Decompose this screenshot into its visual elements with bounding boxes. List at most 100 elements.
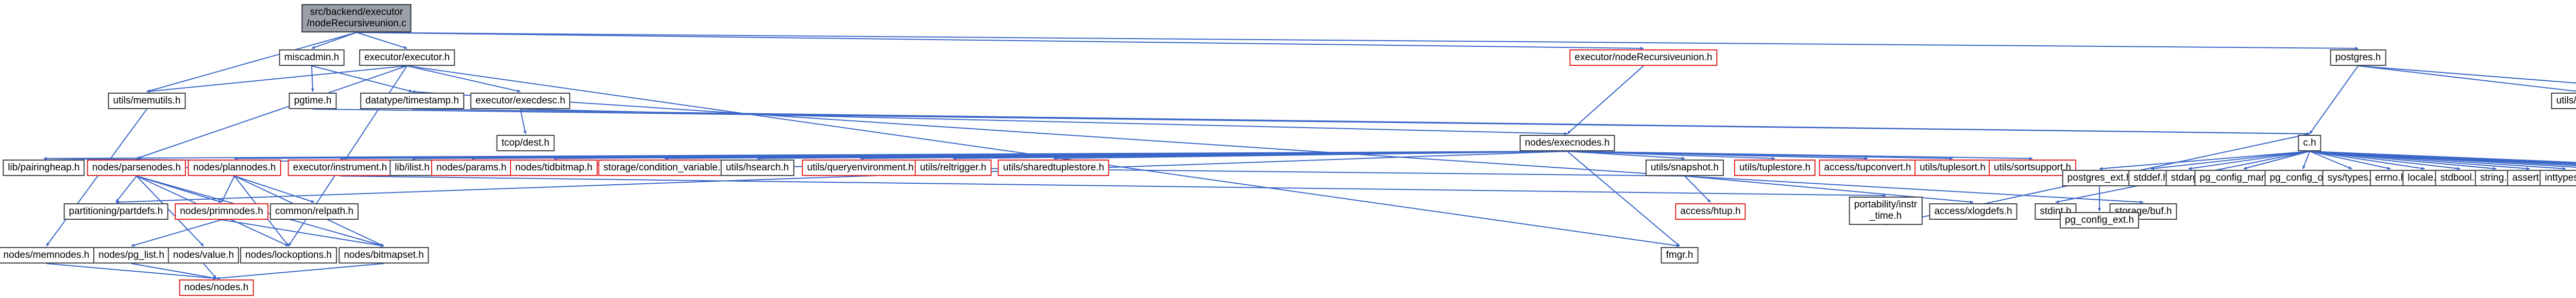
graph-node-tuplestore[interactable]: utils/tuplestore.h	[1734, 160, 1816, 177]
include-edge-c_h-stdlib	[2309, 151, 2576, 165]
include-edge-execnodes-snapshot	[1567, 151, 1685, 160]
include-edge-execnodes-ilist	[412, 151, 1568, 160]
include-edge-plannodes-relpath	[234, 176, 315, 203]
graph-node-miscadmin[interactable]: miscadmin.h	[279, 49, 345, 66]
graph-node-pairingheap[interactable]: lib/pairingheap.h	[3, 160, 85, 177]
graph-node-sortsupport[interactable]: utils/sortsupport.h	[1989, 160, 2076, 177]
include-edge-primnodes-pg_list	[131, 219, 222, 247]
include-edge-executor_h-memutils	[146, 65, 408, 93]
include-edge-c_h-stddef	[2150, 151, 2310, 170]
include-edge-pgtime-c_h	[312, 109, 2310, 135]
include-edge-execnodes-pairingheap	[43, 151, 1568, 160]
include-edge-execdesc-dest	[520, 109, 527, 134]
graph-node-execnodes[interactable]: nodes/execnodes.h	[1519, 135, 1615, 152]
include-edge-pg_list-nodes_h	[131, 263, 217, 279]
graph-node-lockoptions[interactable]: nodes/lockoptions.h	[240, 247, 337, 264]
graph-node-nodes_h[interactable]: nodes/nodes.h	[179, 279, 254, 296]
include-edge-main-miscadmin	[311, 32, 357, 49]
include-edge-dt_timestamp-c_h	[412, 109, 2310, 135]
graph-node-primnodes[interactable]: nodes/primnodes.h	[175, 203, 268, 220]
include-edge-c_h-stdio	[2309, 151, 2576, 166]
include-edge-executor_h-execdesc	[406, 65, 521, 93]
graph-node-ilist[interactable]: lib/ilist.h	[389, 160, 435, 177]
graph-node-dest[interactable]: tcop/dest.h	[496, 135, 555, 152]
include-edge-bitmapset-nodes_h	[216, 263, 384, 280]
graph-node-instrument[interactable]: executor/instrument.h	[287, 160, 393, 177]
graph-node-pg_list[interactable]: nodes/pg_list.h	[93, 247, 170, 264]
graph-node-hsearch[interactable]: utils/hsearch.h	[720, 160, 794, 177]
graph-node-tupconvert[interactable]: access/tupconvert.h	[1819, 160, 1917, 177]
graph-node-postgres_ext[interactable]: postgres_ext.h	[2062, 170, 2137, 187]
graph-node-memnodes[interactable]: nodes/memnodes.h	[0, 247, 95, 264]
include-edge-execnodes-queryenv	[860, 151, 1568, 160]
include-edge-execnodes-tupconvert	[1567, 151, 1868, 160]
include-edge-execdesc-execnodes	[520, 109, 1568, 135]
include-edge-main-ru_h	[356, 32, 1644, 50]
include-edge-parsenodes-primnodes	[136, 176, 222, 203]
graph-node-reltrigger[interactable]: utils/reltrigger.h	[914, 160, 992, 177]
include-edge-c_h-locale	[2309, 151, 2425, 170]
graph-node-relpath[interactable]: common/relpath.h	[269, 203, 359, 220]
include-edge-c_h-port	[2309, 151, 2576, 164]
graph-node-instr_time[interactable]: portability/instr _time.h	[1849, 197, 1923, 225]
include-edge-snapshot-xlogdefs	[1684, 176, 1974, 204]
graph-node-elog[interactable]: utils/elog.h	[2551, 93, 2576, 110]
graph-node-execdesc[interactable]: executor/execdesc.h	[470, 93, 571, 110]
include-edge-c_h-inttypes	[2309, 151, 2566, 170]
graph-node-executor_h[interactable]: executor/executor.h	[359, 49, 455, 66]
include-edge-primnodes-bitmapset	[221, 219, 384, 248]
include-edge-c_h-pg_config_os	[2302, 151, 2310, 169]
include-edge-c_h-postgres_ext	[2099, 151, 2310, 170]
include-edge-snapshot-htup	[1684, 176, 1711, 203]
graph-node-partdefs[interactable]: partitioning/partdefs.h	[63, 203, 168, 220]
include-edge-execnodes-condvar	[664, 151, 1568, 160]
graph-node-plannodes[interactable]: nodes/plannodes.h	[188, 160, 281, 177]
include-edge-plannodes-primnodes	[221, 176, 235, 203]
graph-node-inttypes[interactable]: inttypes.h	[2539, 170, 2576, 187]
graph-node-value[interactable]: nodes/value.h	[167, 247, 240, 264]
graph-node-parsenodes[interactable]: nodes/parsenodes.h	[87, 160, 187, 177]
graph-node-pgtime[interactable]: pgtime.h	[289, 93, 337, 110]
graph-node-snapshot[interactable]: utils/snapshot.h	[1645, 160, 1724, 177]
graph-node-dt_timestamp[interactable]: datatype/timestamp.h	[360, 93, 464, 110]
include-edge-miscadmin-pgtime	[311, 65, 314, 92]
include-edge-execnodes-partdefs	[115, 151, 1568, 204]
graph-node-postgres_h[interactable]: postgres.h	[2330, 49, 2386, 66]
include-edge-main-postgres_h	[356, 32, 2359, 50]
graph-node-sys_types[interactable]: sys/types.h	[2322, 170, 2382, 187]
include-edge-main-executor_h	[356, 32, 408, 49]
include-edge-c_h-assert	[2309, 151, 2530, 170]
graph-node-c_h[interactable]: c.h	[2298, 135, 2321, 152]
include-edge-c_h-stdalign	[2309, 151, 2576, 168]
graph-node-bitmapset[interactable]: nodes/bitmapset.h	[338, 247, 429, 264]
include-edge-execnodes-tuplesort	[1567, 151, 1953, 160]
graph-node-tidbitmap[interactable]: nodes/tidbitmap.h	[510, 160, 598, 177]
include-edge-execnodes-tuplestore	[1567, 151, 1775, 160]
graph-node-params[interactable]: nodes/params.h	[431, 160, 512, 177]
graph-node-condvar[interactable]: storage/condition_variable.h	[598, 160, 731, 177]
include-edge-execnodes-sortsupport	[1567, 151, 2033, 160]
include-edge-memnodes-nodes_h	[46, 263, 217, 280]
graph-node-stdbool[interactable]: stdbool.h	[2435, 170, 2485, 187]
include-edge-c_h-string_h	[2309, 151, 2497, 170]
include-edge-execnodes-plannodes	[234, 151, 1568, 160]
include-edge-c_h-pg_config_manual	[2243, 151, 2310, 170]
graph-node-queryenv[interactable]: utils/queryenvironment.h	[802, 160, 919, 177]
include-edge-execnodes-sharedtuplestore	[1053, 151, 1568, 160]
include-edge-execnodes-instrument	[340, 151, 1568, 160]
graph-node-main: src/backend/executor /nodeRecursiveunion…	[301, 4, 412, 32]
graph-node-htup[interactable]: access/htup.h	[1675, 203, 1746, 220]
graph-node-memutils[interactable]: utils/memutils.h	[108, 93, 186, 110]
graph-node-sharedtuplestore[interactable]: utils/sharedtuplestore.h	[997, 160, 1110, 177]
graph-node-xlogdefs[interactable]: access/xlogdefs.h	[1929, 203, 2018, 220]
include-edge-instrument-instr_time	[340, 176, 1886, 197]
include-edge-executor_h-fmgr	[406, 65, 1680, 248]
graph-node-tuplesort[interactable]: utils/tuplesort.h	[1914, 160, 1991, 177]
graph-node-fmgr[interactable]: fmgr.h	[1660, 247, 1699, 264]
include-edge-execnodes-params	[471, 151, 1568, 160]
include-edge-c_h-pg_config	[2309, 151, 2576, 163]
graph-node-ru_h[interactable]: executor/nodeRecursiveunion.h	[1569, 49, 1718, 66]
include-edge-postgres_h-elog	[2358, 65, 2576, 92]
graph-node-pg_config_ext[interactable]: pg_config_ext.h	[2059, 212, 2140, 229]
